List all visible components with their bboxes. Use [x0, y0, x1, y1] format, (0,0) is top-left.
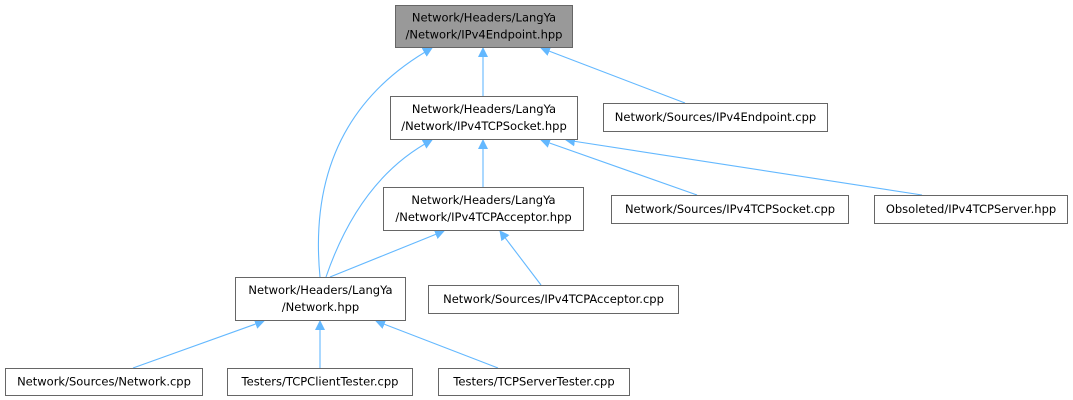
node-box — [395, 5, 573, 48]
node-ipv4tcpsocket_hpp[interactable]: Network/Headers/LangYa/Network/IPv4TCPSo… — [390, 96, 578, 140]
node-box — [390, 96, 578, 140]
node-box — [227, 368, 413, 396]
node-box — [438, 368, 630, 396]
edge-ipv4tcpacceptor_cpp-to-ipv4tcpacceptor_hpp — [499, 230, 542, 286]
nodes-layer: Network/Headers/LangYa/Network/IPv4Endpo… — [5, 5, 1068, 396]
edge-tcpservertester_cpp-to-network_hpp — [375, 319, 499, 369]
node-ipv4endpoint_hpp[interactable]: Network/Headers/LangYa/Network/IPv4Endpo… — [395, 5, 573, 48]
node-ipv4tcpsocket_cpp[interactable]: Network/Sources/IPv4TCPSocket.cpp — [611, 195, 849, 224]
node-box — [611, 195, 849, 224]
node-box — [603, 103, 828, 132]
node-ipv4tcpacceptor_hpp[interactable]: Network/Headers/LangYa/Network/IPv4TCPAc… — [383, 187, 584, 231]
node-label-line: Network/Headers/LangYa — [412, 102, 556, 116]
node-ipv4endpoint_cpp[interactable]: Network/Sources/IPv4Endpoint.cpp — [603, 103, 828, 132]
node-label-line: Network/Headers/LangYa — [412, 11, 556, 25]
node-label-line: /Network/IPv4Endpoint.hpp — [406, 28, 563, 42]
node-box — [874, 195, 1068, 224]
edge-ipv4tcpserver_hpp-to-ipv4tcpsocket_hpp — [565, 136, 923, 196]
node-label-line: Network/Sources/IPv4TCPAcceptor.cpp — [443, 292, 664, 306]
node-label-line: Network/Headers/LangYa — [411, 193, 555, 207]
edge-network_hpp-to-ipv4tcpsocket_hpp — [325, 139, 433, 278]
node-ipv4tcpacceptor_cpp[interactable]: Network/Sources/IPv4TCPAcceptor.cpp — [428, 285, 679, 314]
edge-ipv4tcpsocket_cpp-to-ipv4tcpsocket_hpp — [540, 138, 698, 196]
node-box — [235, 277, 406, 321]
node-label-line: Testers/TCPServerTester.cpp — [452, 375, 614, 389]
node-label-line: Network/Sources/Network.cpp — [17, 375, 191, 389]
node-network_hpp[interactable]: Network/Headers/LangYa/Network.hpp — [235, 277, 406, 321]
edge-network_hpp-to-ipv4tcpacceptor_hpp — [329, 229, 445, 278]
node-label-line: Testers/TCPClientTester.cpp — [241, 375, 399, 389]
edge-ipv4endpoint_cpp-to-ipv4endpoint_hpp — [540, 46, 686, 104]
node-ipv4tcpserver_hpp[interactable]: Obsoleted/IPv4TCPServer.hpp — [874, 195, 1068, 224]
node-label-line: /Network/IPv4TCPSocket.hpp — [401, 119, 567, 133]
node-label-line: Network/Headers/LangYa — [248, 283, 392, 297]
edge-network_cpp-to-network_hpp — [132, 319, 265, 369]
node-label-line: Network/Sources/IPv4TCPSocket.cpp — [625, 202, 835, 216]
node-network_cpp[interactable]: Network/Sources/Network.cpp — [5, 368, 203, 396]
edge-network_hpp-to-ipv4endpoint_hpp — [317, 47, 433, 278]
node-label-line: /Network/IPv4TCPAcceptor.hpp — [395, 210, 571, 224]
node-label-line: Network/Sources/IPv4Endpoint.cpp — [615, 110, 816, 124]
node-tcpclienttester_cpp[interactable]: Testers/TCPClientTester.cpp — [227, 368, 413, 396]
node-label-line: Obsoleted/IPv4TCPServer.hpp — [886, 202, 1056, 216]
node-box — [5, 368, 203, 396]
node-tcpservertester_cpp[interactable]: Testers/TCPServerTester.cpp — [438, 368, 630, 396]
node-box — [428, 285, 679, 314]
node-box — [383, 187, 584, 231]
node-label-line: /Network.hpp — [282, 300, 359, 314]
edges-layer — [132, 46, 923, 369]
